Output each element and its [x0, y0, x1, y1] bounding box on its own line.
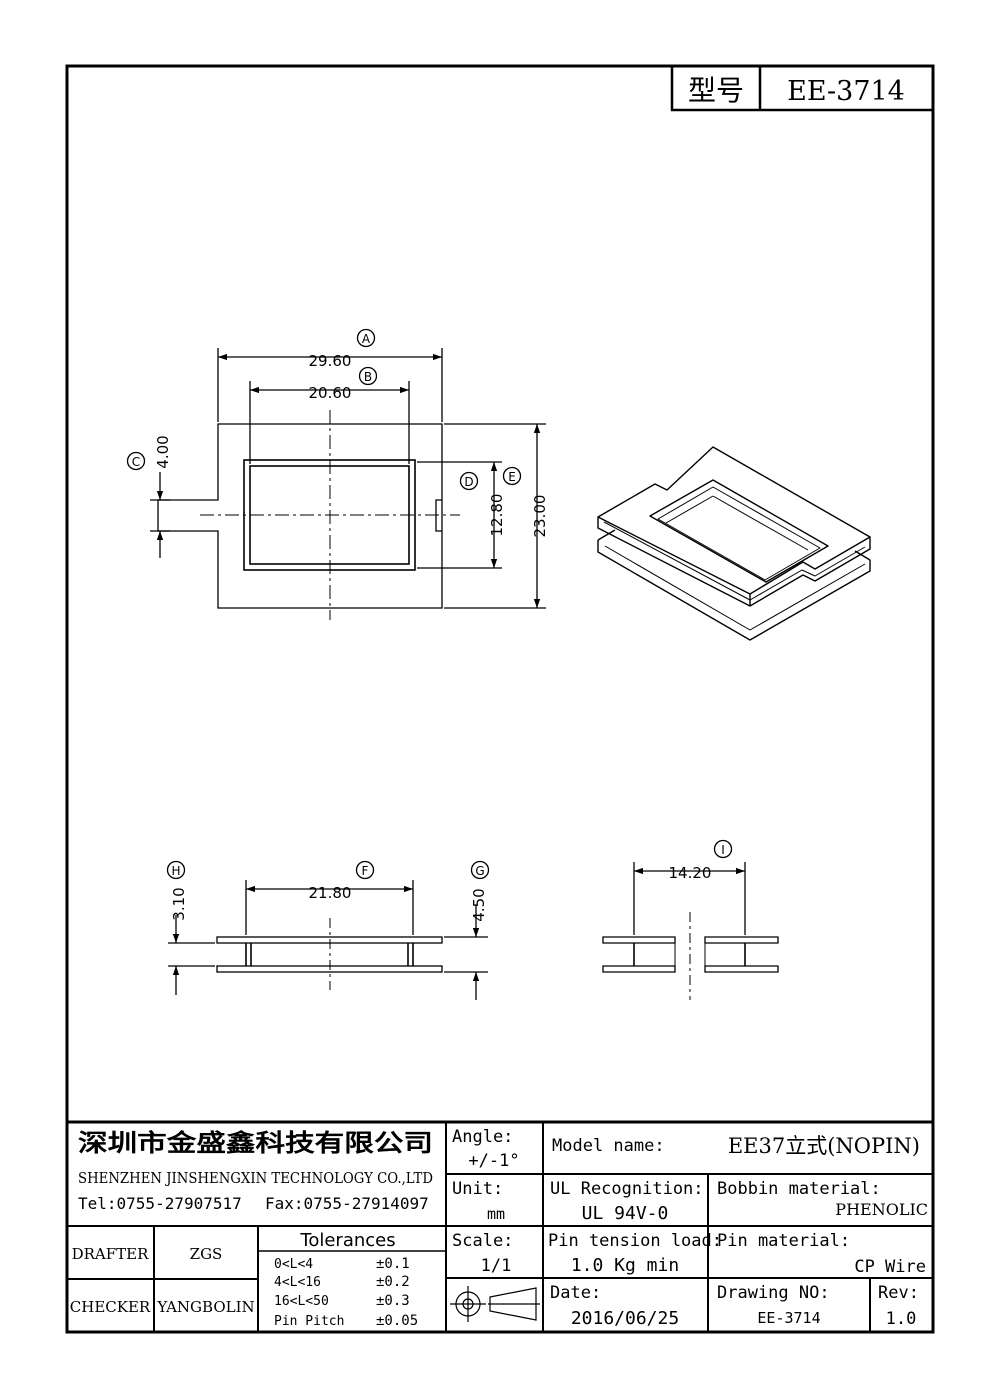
balloon-b-label: B — [364, 370, 372, 384]
side-view-text: 21.80 4.50 3.10 F G H — [170, 864, 488, 922]
balloon-c — [126, 451, 146, 471]
checker-label: CHECKER — [70, 1298, 151, 1316]
dim-f-value: 21.80 — [309, 884, 352, 902]
angle-label: Angle: — [452, 1127, 513, 1147]
info-block — [67, 1120, 933, 1332]
checker-value: YANGBOLIN — [156, 1298, 254, 1316]
drawing-no-label: Drawing NO: — [717, 1283, 830, 1303]
iso-bottom-edge — [597, 540, 871, 641]
balloon-i-label: I — [721, 843, 725, 857]
top-view-flange-outline — [157, 423, 443, 609]
bobbin-material-value: PHENOLIC — [835, 1200, 928, 1219]
drawing-no-value: EE-3714 — [757, 1309, 820, 1327]
iso-window-outer — [649, 479, 829, 583]
dim-g-value: 4.50 — [470, 888, 488, 921]
rev-label: Rev: — [878, 1283, 919, 1303]
pin-material-label: Pin material: — [717, 1231, 850, 1251]
balloon-a-label: A — [362, 332, 371, 346]
tolerance-range-2: 16<L<50 — [274, 1294, 329, 1309]
dim-h-value: 3.10 — [170, 887, 188, 920]
drafter-label: DRAFTER — [72, 1245, 150, 1263]
balloon-g-label: G — [475, 864, 484, 878]
pin-tension-value: 1.0 Kg min — [571, 1255, 679, 1276]
iso-top-front-right — [749, 537, 871, 607]
pin-material-value: CP Wire — [854, 1257, 926, 1277]
tolerances-title: Tolerances — [299, 1230, 395, 1251]
unit-value: mm — [487, 1205, 505, 1223]
front-view-text: 14.20 I — [669, 843, 725, 882]
info-text: 深圳市金盛鑫科技有限公司 SHENZHEN JINSHENGXIN TECHNO… — [70, 1127, 928, 1329]
company-fax: Fax:0755-27914097 — [265, 1194, 429, 1213]
side-view — [166, 860, 490, 1000]
model-name-label: Model name: — [552, 1136, 665, 1156]
bobbin-material-label: Bobbin material: — [717, 1179, 881, 1199]
tolerance-range-0: 0<L<4 — [274, 1257, 313, 1272]
tolerance-range-1: 4<L<16 — [274, 1275, 321, 1290]
angle-value: +/-1° — [468, 1151, 519, 1171]
balloon-g — [470, 860, 490, 880]
dim-i-value: 14.20 — [669, 864, 712, 882]
scale-label: Scale: — [452, 1231, 513, 1251]
balloon-h-label: H — [171, 864, 180, 878]
balloon-h — [166, 860, 186, 880]
sheet-border — [65, 64, 935, 1334]
tolerance-range-3: Pin Pitch — [274, 1314, 344, 1329]
unit-label: Unit: — [452, 1179, 503, 1199]
ul-value: UL 94V-0 — [582, 1203, 669, 1224]
tolerance-value-0: ±0.1 — [376, 1256, 410, 1272]
top-view — [126, 328, 546, 620]
date-value: 2016/06/25 — [571, 1308, 679, 1329]
company-name-cn: 深圳市金盛鑫科技有限公司 — [78, 1129, 433, 1157]
model-name-value: EE37立式(NOPIN) — [728, 1134, 920, 1158]
balloon-c-label: C — [132, 455, 140, 469]
tolerance-value-1: ±0.2 — [376, 1274, 410, 1290]
company-tel: Tel:0755-27907517 — [78, 1194, 242, 1213]
dim-d-value: 12.80 — [488, 494, 506, 537]
dim-a-value: 29.60 — [309, 352, 352, 370]
front-view — [602, 839, 779, 1000]
balloon-e-label: E — [508, 470, 516, 484]
company-name-en: SHENZHEN JINSHENGXIN TECHNOLOGY CO.,LTD — [78, 1169, 433, 1187]
tolerance-value-3: ±0.05 — [376, 1313, 418, 1329]
balloon-d — [459, 471, 479, 491]
drafter-value: ZGS — [190, 1245, 223, 1263]
balloon-e — [502, 466, 522, 486]
ul-label: UL Recognition: — [550, 1179, 704, 1199]
balloon-a — [356, 328, 376, 348]
dim-c-value: 4.00 — [154, 435, 172, 468]
rev-value: 1.0 — [886, 1309, 917, 1329]
date-label: Date: — [550, 1283, 601, 1303]
dim-b-value: 20.60 — [309, 384, 352, 402]
balloon-d-label: D — [464, 475, 473, 489]
pin-tension-label: Pin tension load: — [548, 1231, 722, 1251]
balloon-b — [358, 366, 378, 386]
balloon-f — [355, 860, 375, 880]
projection-symbol — [450, 1286, 540, 1322]
balloon-i — [713, 839, 733, 859]
tolerance-value-2: ±0.3 — [376, 1293, 410, 1309]
isometric-view — [597, 446, 871, 641]
iso-window-inner — [657, 486, 821, 581]
model-number: EE-3714 — [787, 76, 905, 107]
dim-e-value: 23.00 — [531, 495, 549, 538]
balloon-f-label: F — [362, 864, 369, 878]
model-label: 型号 — [688, 74, 744, 107]
top-view-text: 29.60 20.60 23.00 12.80 4.00 A B C D E — [132, 332, 549, 537]
model-title-box: 型号 EE-3714 — [670, 64, 935, 112]
scale-value: 1/1 — [481, 1256, 512, 1276]
